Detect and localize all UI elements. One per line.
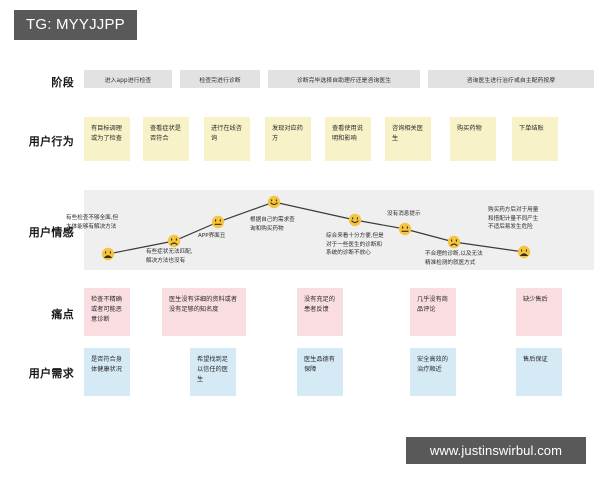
face-eye (109, 251, 111, 254)
pain-note-4[interactable]: 几乎没有商品评论 (410, 288, 456, 336)
row-label-behavior: 用户行为 (28, 135, 74, 148)
behavior-note-2[interactable]: 查看症状是否符合 (143, 117, 189, 161)
behavior-note-7[interactable]: 购买药物 (450, 117, 496, 161)
face-mouth (519, 253, 529, 256)
face-eye (275, 199, 277, 202)
face-eye (356, 217, 358, 220)
site-watermark: www.justinswirbul.com (406, 437, 586, 464)
need-note-4[interactable]: 安全高效的治疗顺近 (410, 348, 456, 396)
behavior-note-5[interactable]: 查看使用说明和影响 (325, 117, 371, 161)
row-label-emotion: 用户情感 (28, 226, 74, 239)
face-mouth (170, 242, 178, 246)
emotion-curve-chart (101, 195, 531, 261)
emotion-face-5-happy[interactable] (348, 213, 362, 227)
stage-chip-2[interactable]: 检查完进行诊断 (180, 70, 260, 88)
row-label-pain: 痛点 (51, 308, 74, 321)
face-mouth (270, 202, 278, 206)
emotion-caption-4: 根据自己的需求查询和购买药物 (250, 217, 295, 232)
emotion-face-2-sad[interactable] (167, 234, 181, 248)
emotion-caption-1: 有些检查不够全面,但大体能够有解决方法 (66, 215, 119, 230)
behavior-note-8[interactable]: 下单结账 (512, 117, 558, 161)
emotion-caption-6: 没有消息提示 (387, 211, 421, 217)
face-mouth (450, 243, 458, 247)
face-eye (171, 238, 173, 241)
emotion-face-8-very-sad[interactable] (517, 245, 531, 259)
emotion-panel: 有些检查不够全面,但大体能够有解决方法有些症状无法匹配,解决方法也没有 APP界面… (66, 190, 594, 270)
need-note-5[interactable]: 售后保证 (516, 348, 562, 396)
emotion-face-3-neutral[interactable] (211, 215, 225, 229)
row-label-stage: 阶段 (51, 76, 74, 89)
face-disc (211, 215, 225, 229)
face-eye (352, 217, 354, 220)
face-eye (271, 199, 273, 202)
face-eye (402, 226, 404, 229)
face-disc (267, 195, 281, 209)
face-eye (451, 239, 453, 242)
emotion-caption-3: APP界面丑 (198, 233, 226, 239)
emotion-caption-2: 有些症状无法匹配,解决方法也没有 (146, 249, 193, 264)
behavior-note-3[interactable]: 进行在线咨询 (204, 117, 250, 161)
behavior-note-4[interactable]: 发现对应药方 (265, 117, 311, 161)
stage-chip-1[interactable]: 进入app进行检查 (84, 70, 172, 88)
face-eye (105, 251, 107, 254)
pain-note-5[interactable]: 缺少售后 (516, 288, 562, 336)
face-eye (219, 219, 221, 222)
pain-note-1[interactable]: 检查不精确或者可能恶意诊断 (84, 288, 130, 336)
face-disc (348, 213, 362, 227)
stage-chip-3[interactable]: 诊断完毕选择自助理疗还是咨询医生 (268, 70, 420, 88)
face-mouth (351, 220, 359, 224)
behavior-note-1[interactable]: 有目标调理或为了检查 (84, 117, 130, 161)
emotion-curve-line (107, 201, 525, 255)
emotion-caption-5: 综合来看十分方便,但是对于一些医生的诊断和系统的诊断不放心 (326, 233, 384, 257)
face-eye (175, 238, 177, 241)
emotion-caption-8: 购买药方后对于用量和搭配计量不同产生不适后易发生危险 (488, 207, 539, 231)
face-eye (455, 239, 457, 242)
emotion-face-6-neutral[interactable] (398, 222, 412, 236)
face-mouth (103, 255, 113, 258)
behavior-note-6[interactable]: 咨询相关医生 (385, 117, 431, 161)
need-note-1[interactable]: 是否符合身体健康状况 (84, 348, 130, 396)
face-eye (406, 226, 408, 229)
face-eye (215, 219, 217, 222)
face-eye (525, 249, 527, 252)
need-note-3[interactable]: 医生品德有保障 (297, 348, 343, 396)
face-disc (517, 245, 531, 259)
row-label-need: 用户需求 (28, 367, 74, 380)
need-note-2[interactable]: 希望找到足以信任的医生 (190, 348, 236, 396)
pain-note-3[interactable]: 没有充足的患者反馈 (297, 288, 343, 336)
face-disc (167, 234, 181, 248)
stage-chip-4[interactable]: 咨询医生进行治疗或自主配药按摩 (428, 70, 594, 88)
emotion-face-7-sad[interactable] (447, 235, 461, 249)
face-disc (101, 247, 115, 261)
emotion-face-1-very-sad[interactable] (101, 247, 115, 261)
emotion-caption-7: 不合理的诊断,以及无法精准检测的就医方式 (425, 251, 483, 266)
face-eye (521, 249, 523, 252)
tg-tag: TG: MYYJJPP (14, 10, 137, 40)
pain-note-2[interactable]: 医生没有详细的资料或者没有足够的知名度 (162, 288, 246, 336)
face-disc (398, 222, 412, 236)
emotion-face-4-happy[interactable] (267, 195, 281, 209)
face-disc (447, 235, 461, 249)
